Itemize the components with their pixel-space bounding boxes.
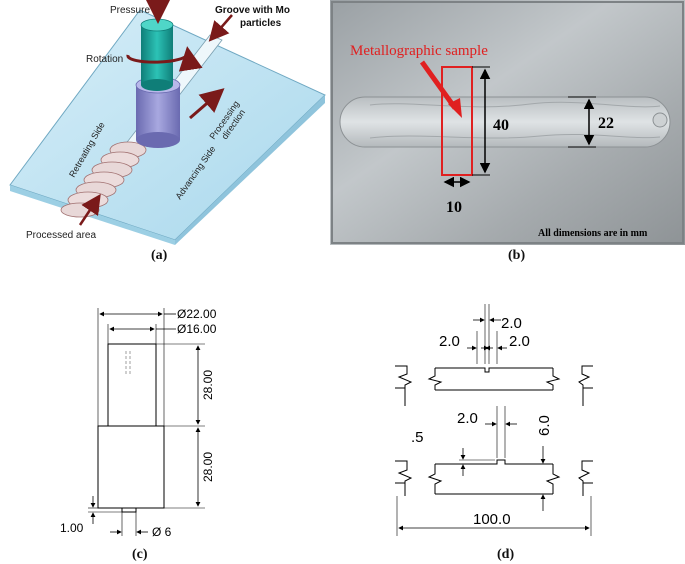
- rotation-arrow: [126, 46, 203, 72]
- metallographic-photo: Metallographic sample 40 22 10 All dimen…: [330, 0, 685, 245]
- upper-plate: [395, 365, 593, 406]
- caption-d: (d): [497, 547, 515, 562]
- dim-28-top: 28.00: [201, 370, 215, 400]
- panel-c: Ø22.00 Ø16.00 28.00 28.00 1.00 Ø 6: [60, 296, 260, 546]
- processed-area: [60, 141, 147, 218]
- dim-right: 2.0: [509, 333, 530, 350]
- tool: [135, 18, 181, 148]
- sample-outline: [441, 66, 473, 176]
- dim-22: 22: [598, 115, 614, 132]
- caption-a: (a): [151, 248, 168, 263]
- caption-c: (c): [132, 547, 148, 562]
- label-sample: Metallographic sample: [350, 43, 488, 59]
- dim-top: 2.0: [501, 315, 522, 332]
- dim-left: 2.0: [439, 333, 460, 350]
- dimensions-note: All dimensions are in mm: [538, 228, 648, 239]
- processed-arrow: [78, 193, 101, 226]
- dim-d6: Ø 6: [152, 525, 172, 539]
- panel-b: Metallographic sample 40 22 10 All dimen…: [330, 0, 685, 245]
- groove-drawing: 2.0 2.0 2.0 2.0 6.0 .5 100.0: [395, 304, 593, 536]
- dim-d16: Ø16.00: [177, 322, 217, 336]
- dim-groove: 2.0: [457, 410, 478, 427]
- processing-arrow: [189, 88, 225, 120]
- groove-arrow: [208, 14, 233, 42]
- tool-shoulder-body: [97, 425, 165, 509]
- panel-a: Pressure Groove with Mo particles Rotati…: [0, 0, 330, 245]
- label-rotation: Rotation: [86, 54, 123, 65]
- label-groove-2: particles: [240, 18, 282, 29]
- label-pressure: Pressure: [110, 5, 150, 16]
- panel-d: 2.0 2.0 2.0 2.0 6.0 .5 100.0: [385, 296, 610, 546]
- dim-d22: Ø22.00: [177, 307, 217, 321]
- dim-half: .5: [411, 429, 424, 446]
- dim-40: 40: [493, 117, 509, 134]
- dim-10: 10: [446, 199, 462, 216]
- sample-pointer: [419, 60, 458, 110]
- tool-pin-body: [107, 343, 157, 427]
- label-processed: Processed area: [26, 230, 96, 241]
- plate-side: [175, 95, 325, 245]
- caption-b: (b): [508, 248, 526, 263]
- lower-plate: [395, 459, 593, 496]
- dim-1: 1.00: [60, 521, 84, 535]
- dim-total: 100.0: [473, 511, 511, 528]
- dim-depth: 6.0: [536, 415, 553, 436]
- label-groove-1: Groove with Mo: [215, 5, 290, 16]
- dim-28-bottom: 28.00: [201, 452, 215, 482]
- fsp-schematic: Pressure Groove with Mo particles Rotati…: [0, 0, 330, 245]
- tool-probe: [121, 507, 137, 513]
- tool-drawing: Ø22.00 Ø16.00 28.00 28.00 1.00 Ø 6: [60, 307, 217, 539]
